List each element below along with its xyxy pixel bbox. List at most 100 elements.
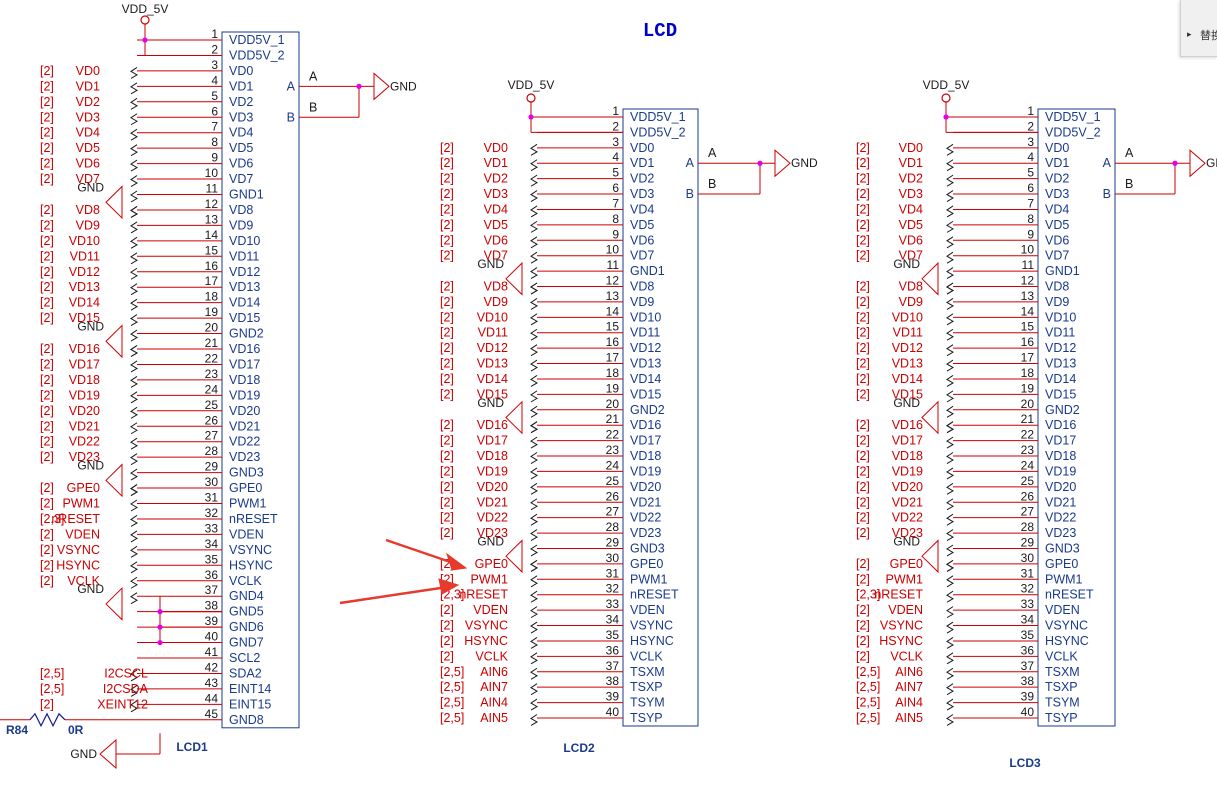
signal-ref: [2,5] bbox=[440, 665, 464, 679]
pin-name: B bbox=[1103, 187, 1111, 201]
gnd-symbol bbox=[505, 539, 523, 574]
pin-number: 38 bbox=[606, 674, 620, 688]
connector-chevron bbox=[130, 453, 138, 466]
pin-number: 20 bbox=[606, 397, 620, 411]
connector-chevron bbox=[530, 529, 538, 542]
connector-chevron bbox=[946, 467, 954, 480]
pin-name: VD16 bbox=[229, 342, 260, 356]
pin-number: B bbox=[309, 100, 317, 114]
signal-ref: [2] bbox=[40, 574, 54, 588]
signal-ref: [2] bbox=[856, 357, 870, 371]
signal-ref: [2] bbox=[40, 357, 54, 371]
signal-name: VD21 bbox=[69, 419, 100, 433]
pin-number: 22 bbox=[205, 351, 219, 365]
pin-name: A bbox=[287, 79, 296, 93]
pin-number: 35 bbox=[205, 552, 219, 566]
signal-name: VD5 bbox=[899, 218, 923, 232]
signal-ref: [2] bbox=[40, 172, 54, 186]
pin-name: VD12 bbox=[1045, 341, 1076, 355]
signal-ref: [2] bbox=[40, 110, 54, 124]
vdd-terminal bbox=[140, 15, 150, 25]
signal-name: VD19 bbox=[69, 388, 100, 402]
signal-ref: [2] bbox=[856, 418, 870, 432]
signal-ref: [2] bbox=[40, 203, 54, 217]
connector-chevron bbox=[530, 143, 538, 156]
pin-name: VD9 bbox=[229, 218, 253, 232]
signal-name: VD4 bbox=[484, 202, 508, 216]
signal-ref: [2,5] bbox=[440, 696, 464, 710]
connector-chevron bbox=[130, 314, 138, 327]
signal-ref: [2] bbox=[440, 172, 454, 186]
part-label: LCD2 bbox=[563, 741, 595, 755]
pin-number: 38 bbox=[1021, 674, 1035, 688]
pin-name: GND3 bbox=[229, 466, 264, 480]
pin-name: GPE0 bbox=[229, 481, 262, 495]
pin-number: 35 bbox=[1021, 628, 1035, 642]
signal-name: HSYNC bbox=[879, 634, 923, 648]
signal-ref: [2] bbox=[40, 543, 54, 557]
signal-ref: [2] bbox=[40, 157, 54, 171]
pin-number: 16 bbox=[606, 335, 620, 349]
signal-ref: [2,5] bbox=[440, 680, 464, 694]
pin-number: 4 bbox=[211, 73, 218, 87]
annotation-arrowhead bbox=[446, 552, 468, 571]
pin-name: VD21 bbox=[229, 419, 260, 433]
connector-chevron bbox=[530, 714, 538, 726]
pin-name: TSXM bbox=[630, 665, 665, 679]
pin-name: VD12 bbox=[229, 265, 260, 279]
signal-name: VD20 bbox=[477, 480, 508, 494]
signal-name: VD10 bbox=[477, 310, 508, 324]
gnd-symbol bbox=[1189, 149, 1206, 178]
signal-name: AIN4 bbox=[895, 696, 923, 710]
pin-number: 33 bbox=[205, 521, 219, 535]
pin-name: VD7 bbox=[1045, 249, 1069, 263]
pin-name: VD9 bbox=[1045, 295, 1069, 309]
connector-chevron bbox=[130, 592, 138, 605]
pin-name: VD23 bbox=[630, 526, 661, 540]
pin-name: VDEN bbox=[630, 603, 665, 617]
signal-ref: [2] bbox=[40, 558, 54, 572]
connector-chevron bbox=[946, 698, 954, 711]
gnd-symbol bbox=[921, 539, 939, 574]
pin-number: 6 bbox=[211, 104, 218, 118]
signal-ref: [2] bbox=[440, 156, 454, 170]
pin-name: VD16 bbox=[630, 418, 661, 432]
pin-name: VD12 bbox=[630, 341, 661, 355]
signal-name: XEINT12 bbox=[97, 697, 148, 711]
pin-number: 15 bbox=[1021, 320, 1035, 334]
signal-ref: [2] bbox=[40, 697, 54, 711]
gnd-symbol bbox=[505, 400, 523, 435]
pin-number: 33 bbox=[1021, 597, 1035, 611]
pin-name: VD2 bbox=[229, 95, 253, 109]
pin-number: 23 bbox=[606, 443, 620, 457]
pin-number: 13 bbox=[205, 212, 219, 226]
pin-number: 39 bbox=[205, 614, 219, 628]
pin-number: 5 bbox=[1027, 166, 1034, 180]
pin-number: 20 bbox=[205, 321, 219, 335]
connector-chevron bbox=[130, 437, 138, 450]
connector-chevron bbox=[946, 344, 954, 357]
signal-ref: [2] bbox=[40, 388, 54, 402]
pin-name: VD0 bbox=[630, 141, 654, 155]
signal-ref: [2] bbox=[440, 634, 454, 648]
pin-number: 32 bbox=[205, 506, 219, 520]
signal-name: VSYNC bbox=[880, 619, 923, 633]
pin-name: VD21 bbox=[1045, 495, 1076, 509]
connector-chevron bbox=[946, 405, 954, 418]
signal-name: VD14 bbox=[892, 372, 923, 386]
pin-name: VD20 bbox=[1045, 480, 1076, 494]
pin-name: EINT15 bbox=[229, 697, 271, 711]
connector-chevron bbox=[530, 251, 538, 264]
signal-name: VD23 bbox=[69, 450, 100, 464]
signal-name: VDEN bbox=[888, 603, 923, 617]
side-panel-tab[interactable]: ▸ 替换 bbox=[1180, 0, 1217, 57]
pin-number: 24 bbox=[205, 382, 219, 396]
pin-name: VD19 bbox=[1045, 464, 1076, 478]
pin-name: VD8 bbox=[1045, 280, 1069, 294]
expand-arrow-icon: ▸ bbox=[1187, 29, 1192, 39]
connector-chevron bbox=[946, 190, 954, 202]
signal-name: VD7 bbox=[899, 249, 923, 263]
pin-name: HSYNC bbox=[630, 634, 674, 648]
pin-name: GND3 bbox=[1045, 541, 1080, 555]
pin-name: TSYP bbox=[1045, 711, 1078, 725]
